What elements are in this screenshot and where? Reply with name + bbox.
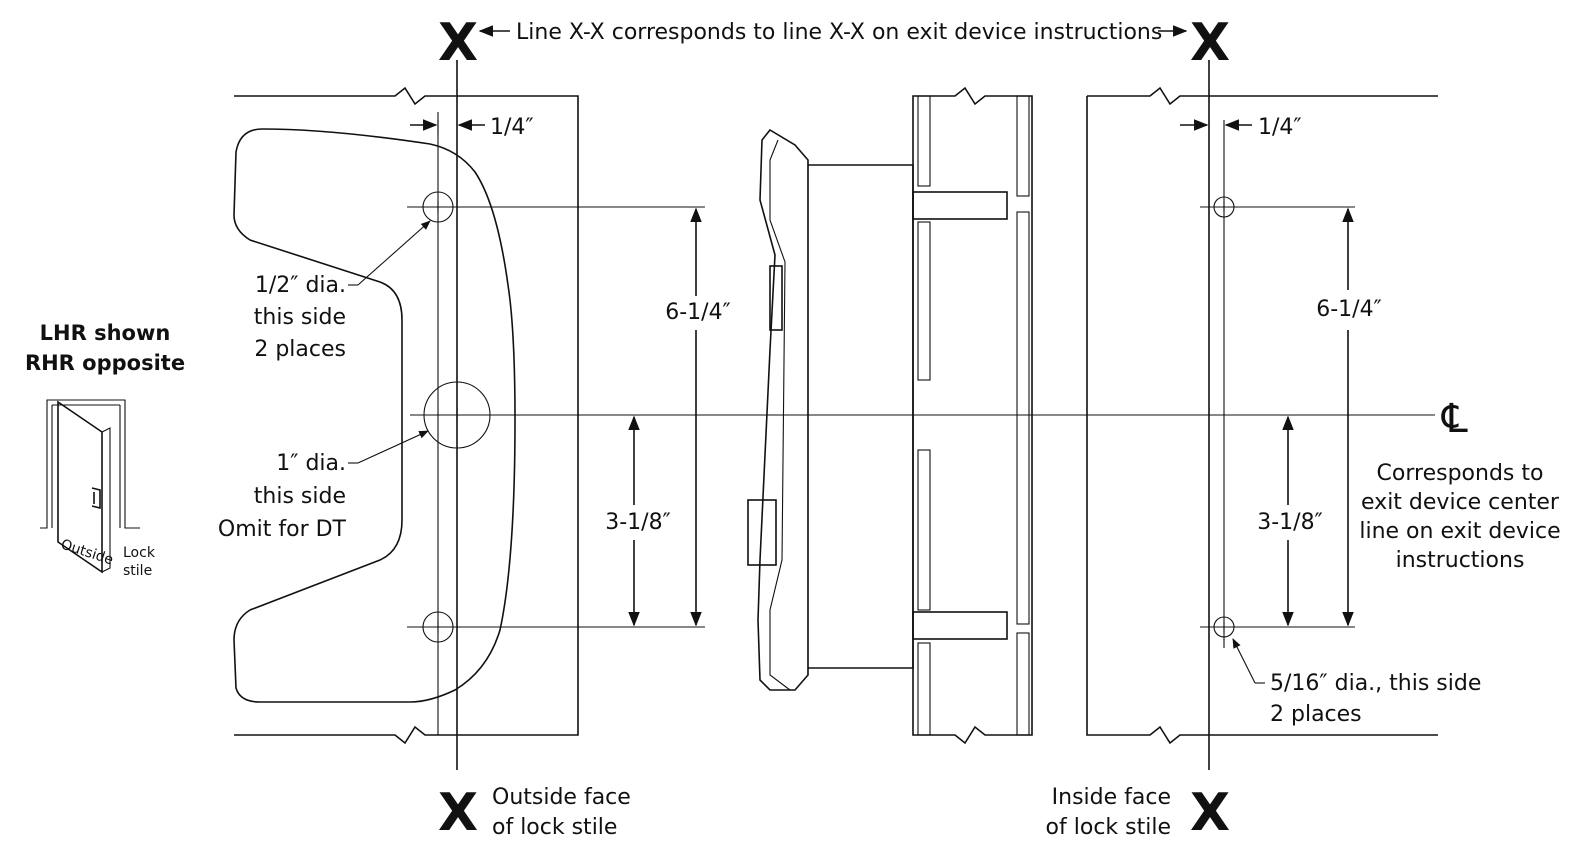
outside-face-line1: Outside face bbox=[492, 785, 631, 810]
one-inch-line1: 1″ dia. bbox=[276, 451, 346, 476]
half-inch-leader bbox=[357, 220, 431, 286]
one-inch-line2: this side bbox=[254, 484, 346, 509]
inside-face-line2: of lock stile bbox=[1046, 815, 1171, 840]
right-half-label: 3-1/8″ bbox=[1257, 510, 1323, 535]
one-inch-leader bbox=[357, 430, 429, 464]
left-half-label: 3-1/8″ bbox=[605, 510, 671, 535]
half-inch-line1: 1/2″ dia. bbox=[255, 273, 346, 298]
left-total-label: 6-1/4″ bbox=[665, 300, 731, 325]
door-handing-icon bbox=[40, 399, 140, 574]
x-mark-bottom-right: X bbox=[1190, 783, 1230, 843]
half-inch-line2: this side bbox=[254, 305, 346, 330]
half-inch-line3: 2 places bbox=[254, 337, 346, 362]
outside-face-line2: of lock stile bbox=[492, 815, 617, 840]
x-mark-bottom-left: X bbox=[438, 783, 478, 843]
lock-stile-label-2: stile bbox=[123, 563, 152, 579]
inside-stile-view bbox=[1086, 60, 1438, 770]
lock-stile-label-1: Lock bbox=[123, 545, 156, 561]
one-inch-line3: Omit for DT bbox=[218, 517, 347, 542]
x-mark-top-left: X bbox=[438, 13, 478, 73]
right-offset-label: 1/4″ bbox=[1258, 115, 1302, 140]
inside-face-line1: Inside face bbox=[1052, 785, 1171, 810]
centerline-symbol: ℄ bbox=[1441, 396, 1468, 442]
cl-note-1: Corresponds to bbox=[1377, 461, 1544, 486]
cl-note-3: line on exit device bbox=[1359, 519, 1560, 544]
door-section-view bbox=[747, 86, 1033, 745]
five-sixteenth-line1: 5/16″ dia., this side bbox=[1270, 671, 1481, 696]
handing-line1: LHR shown bbox=[40, 321, 171, 345]
handing-line2: RHR opposite bbox=[25, 351, 185, 375]
five-sixteenth-line2: 2 places bbox=[1270, 702, 1362, 727]
cl-note-4: instructions bbox=[1396, 548, 1525, 573]
cl-note-2: exit device center bbox=[1361, 490, 1560, 515]
xx-line-caption: Line X-X corresponds to line X-X on exit… bbox=[516, 20, 1162, 45]
outside-label: Outside bbox=[59, 537, 115, 569]
five-sixteenth-leader bbox=[1232, 638, 1256, 684]
right-total-label: 6-1/4″ bbox=[1316, 297, 1382, 322]
left-offset-label: 1/4″ bbox=[490, 115, 534, 140]
x-mark-top-right: X bbox=[1190, 13, 1230, 73]
